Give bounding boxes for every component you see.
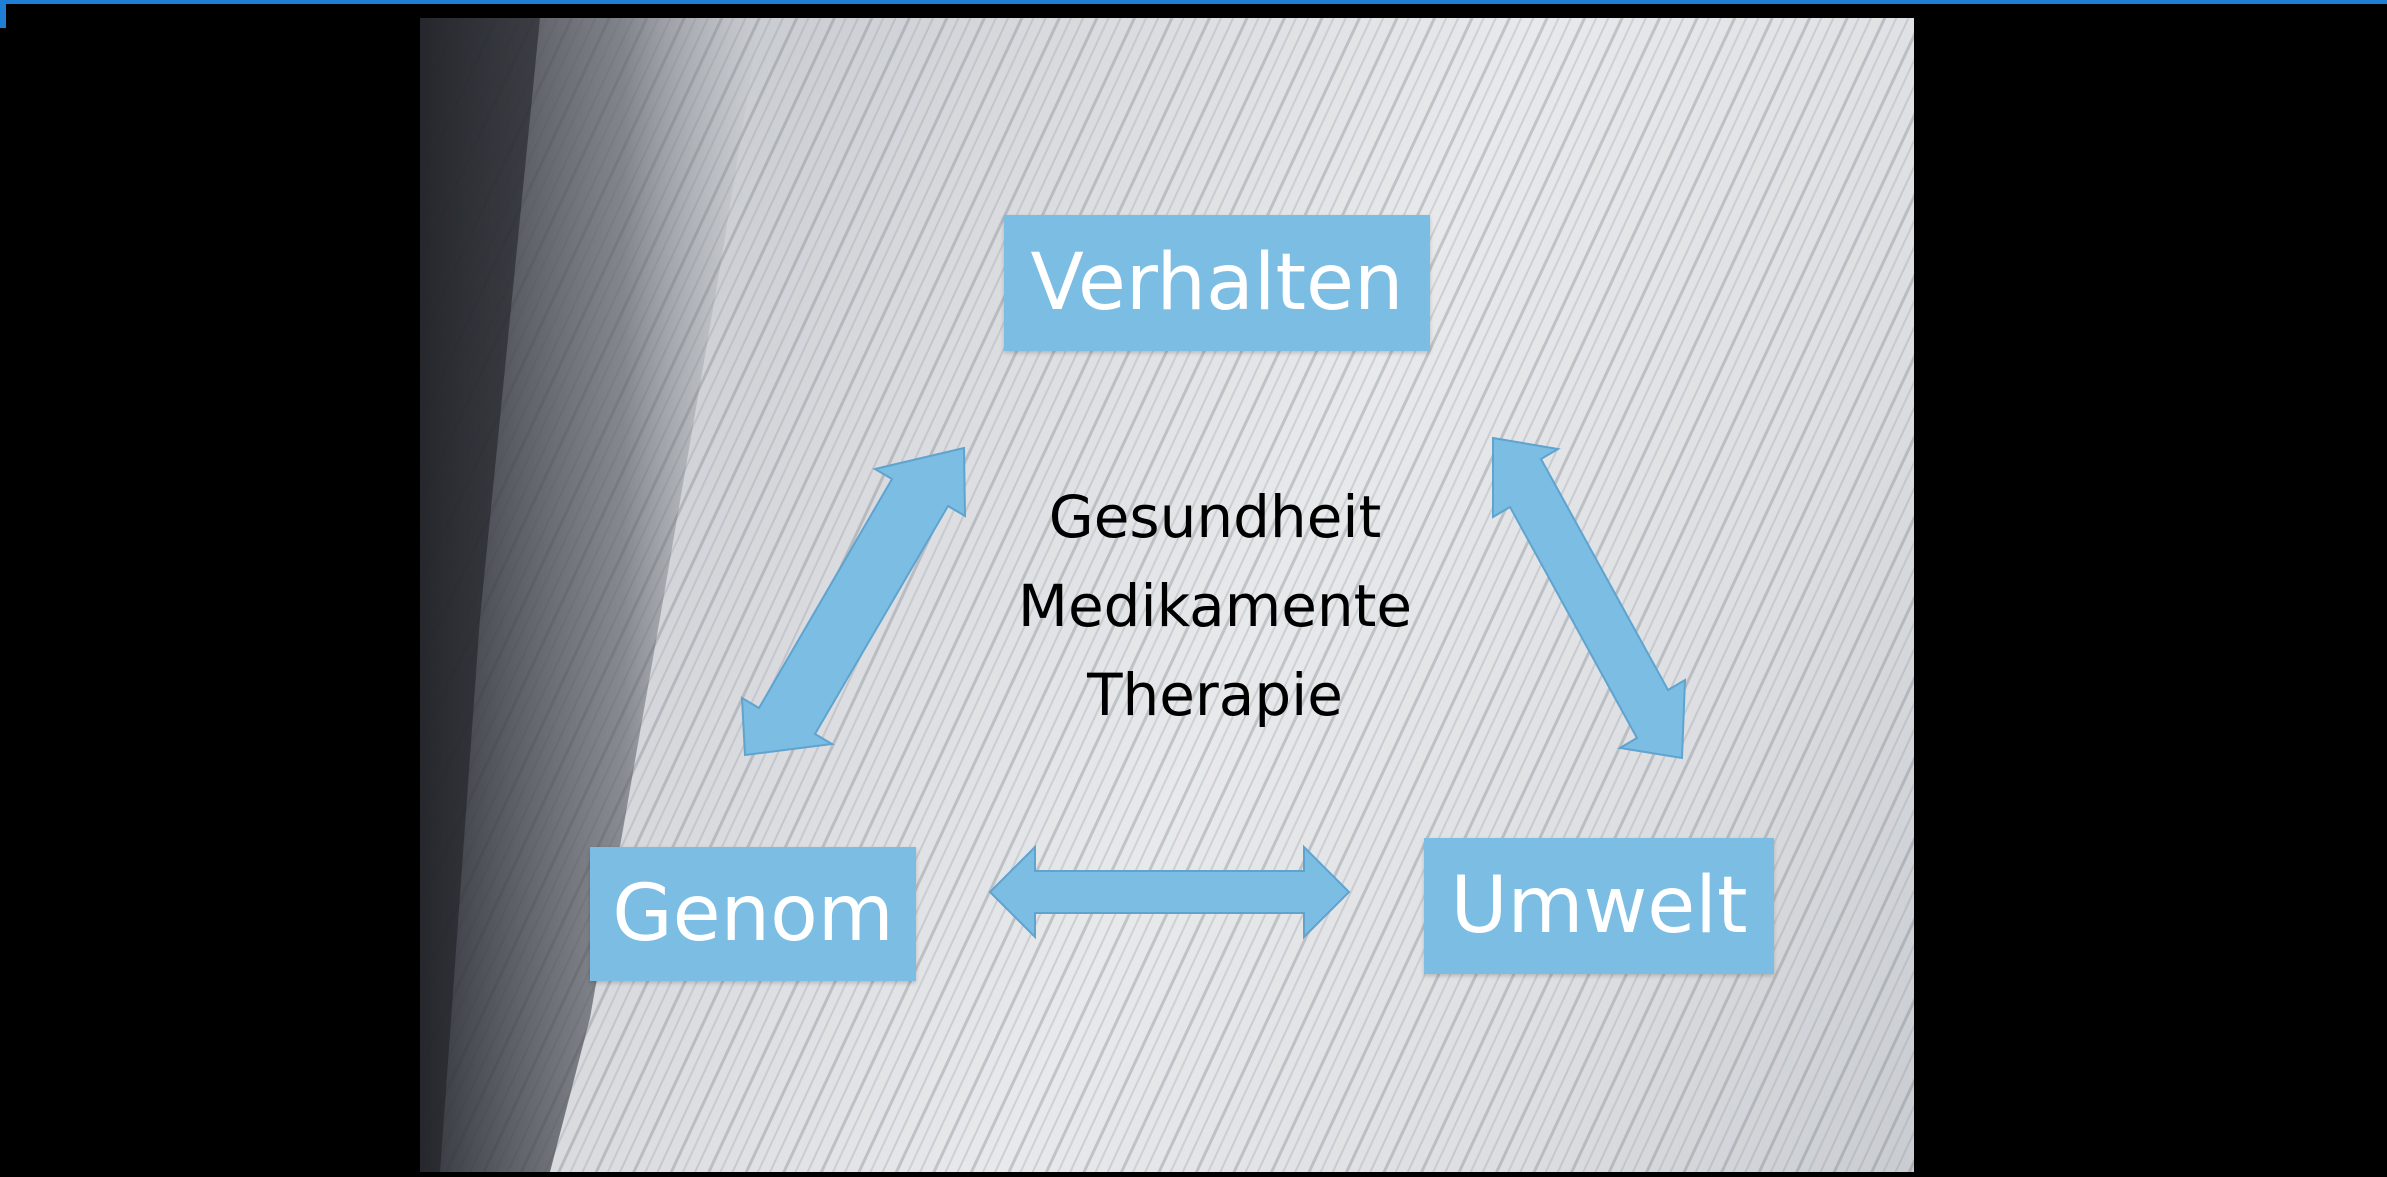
node-verhalten-label: Verhalten [1030,238,1404,328]
node-verhalten: Verhalten [1004,215,1430,351]
relationship-arrows [740,436,1687,940]
node-genom-label: Genom [612,869,894,959]
window-edge-marker [0,0,6,28]
arrow-verhalten-umwelt [1492,436,1687,760]
node-genom: Genom [590,847,916,981]
center-line-therapie: Therapie [1087,661,1343,729]
node-umwelt: Umwelt [1424,838,1774,974]
center-line-gesundheit: Gesundheit [1048,483,1382,551]
arrow-verhalten-genom [740,446,967,757]
center-line-medikamente: Medikamente [1017,572,1413,640]
center-text: Gesundheit Medikamente Therapie [980,473,1450,740]
arrow-genom-umwelt [988,844,1351,940]
node-umwelt-label: Umwelt [1450,861,1748,951]
slide: Verhalten Genom Umwelt Gesundheit Medika… [420,18,1914,1172]
window-top-bar [0,0,2387,4]
